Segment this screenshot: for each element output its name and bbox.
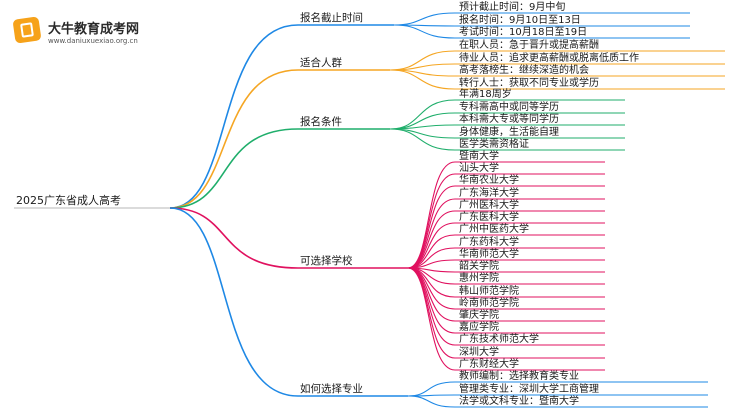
leaf-item: 本科需大专或等同学历 (459, 112, 559, 125)
leaf-connector (407, 381, 456, 397)
leaf-connector (407, 222, 456, 269)
leaf-item: 肇庆学院 (459, 308, 499, 321)
branch-label: 可选择学校 (300, 254, 353, 267)
leaf-connector (407, 267, 456, 371)
branch-deadline: 报名截止时间 预计截止时间：9月中旬报名时间：9月10日至13日考试时间：10月1… (169, 0, 690, 209)
leaf-item: 深圳大学 (459, 345, 499, 358)
branch-schools: 可选择学校 暨南大学汕头大学华南农业大学广东海洋大学广州医科大学广东医科大学广州中… (169, 149, 605, 371)
leaf-connector (407, 185, 456, 269)
leaf-item: 转行人士：获取不同专业或学历 (459, 76, 599, 89)
leaf-connector (407, 267, 456, 310)
leaf-item: 高考落榜生：继续深造的机会 (459, 63, 589, 76)
leaf-item: 待业人员：追求更高薪酬或脱离低质工作 (459, 51, 639, 64)
leaf-item: 广州中医药大学 (459, 222, 529, 235)
leaf-connector (389, 128, 456, 139)
leaf-item: 管理类专业：深圳大学工商管理 (459, 382, 599, 395)
site-logo: 大牛教育成考网 www.daniuxuexiao.org.cn (10, 10, 180, 54)
branch-connector (169, 24, 299, 209)
leaf-item: 教师编制：选择教育类专业 (459, 369, 579, 382)
leaf-item: 广东医科大学 (459, 210, 519, 223)
leaf-item: 岭南师范学院 (459, 296, 519, 309)
branch-label: 报名截止时间 (300, 11, 363, 24)
leaf-item: 韩山师范学院 (459, 284, 519, 297)
leaf-item: 报名时间：9月10日至13日 (459, 13, 581, 26)
logo-url: www.daniuxuexiao.org.cn (48, 37, 138, 45)
leaf-connector (407, 173, 456, 269)
leaf-item: 华南农业大学 (459, 173, 519, 186)
branch-connector (169, 207, 299, 397)
leaf-item: 广东技术师范大学 (459, 332, 539, 345)
logo-name: 大牛教育成考网 (48, 22, 140, 37)
branch-majors: 如何选择专业 教师编制：选择教育类专业管理类专业：深圳大学工商管理法学或文科专业：… (169, 207, 708, 408)
branch-label: 报名条件 (300, 115, 342, 128)
leaf-connector (389, 50, 456, 71)
branch-label: 适合人群 (300, 56, 342, 69)
leaf-item: 广东药科大学 (459, 235, 519, 248)
leaf-item: 广州医科大学 (459, 198, 519, 211)
branch-audience: 适合人群 在职人员：急于晋升或提高薪酬待业人员：追求更高薪酬或脱离低质工作高考落榜… (169, 38, 725, 209)
leaf-connector (393, 24, 456, 39)
leaf-item: 身体健康，生活能自理 (459, 125, 559, 138)
branch-connector (169, 69, 299, 209)
leaf-item: 汕头大学 (459, 161, 499, 174)
leaf-item: 专科需高中或同等学历 (459, 100, 559, 113)
leaf-item: 暨南大学 (459, 149, 499, 162)
branch-requirements: 报名条件 年满18周岁专科需高中或同等学历本科需大专或等同学历身体健康，生活能自理… (169, 87, 625, 209)
branch-connector (169, 128, 299, 209)
leaf-item: 华南师范大学 (459, 247, 519, 260)
leaf-item: 考试时间：10月18日至19日 (459, 25, 587, 38)
leaf-item: 法学或文科专业：暨南大学 (459, 394, 579, 407)
leaf-connector (407, 161, 456, 269)
leaf-connector (389, 124, 456, 130)
leaf-connector (393, 12, 456, 26)
leaf-item: 广东海洋大学 (459, 186, 519, 199)
leaf-connector (389, 69, 456, 90)
leaf-item: 在职人员：急于晋升或提高薪酬 (459, 38, 599, 51)
root-node: 2025广东省成人高考 (16, 193, 121, 207)
leaf-connector (407, 198, 456, 269)
branch-label: 如何选择专业 (300, 382, 363, 395)
leaf-item: 韶关学院 (459, 259, 499, 272)
leaf-item: 年满18周岁 (459, 87, 512, 100)
leaf-item: 预计截止时间：9月中旬 (459, 0, 565, 13)
branch-connector (169, 207, 299, 269)
leaf-item: 医学类需资格证 (459, 137, 529, 150)
leaf-item: 嘉应学院 (459, 320, 499, 333)
leaf-item: 广东财经大学 (459, 357, 519, 370)
leaf-item: 惠州学院 (459, 271, 499, 284)
leaf-connector (389, 128, 456, 151)
leaf-connector (407, 395, 456, 408)
